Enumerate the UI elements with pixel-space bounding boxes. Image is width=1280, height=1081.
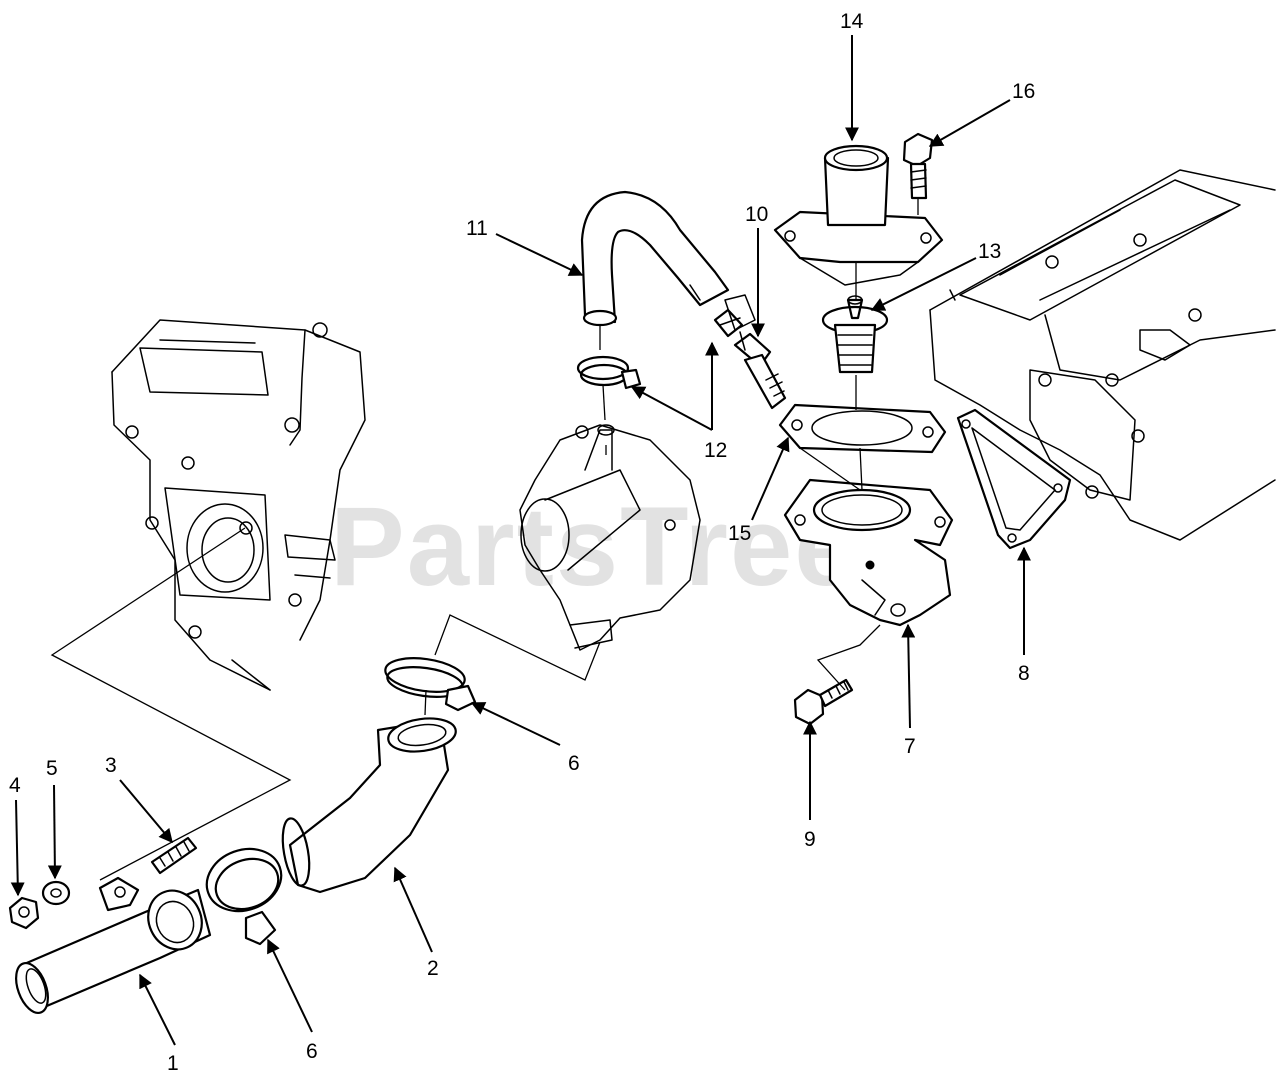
callout-16: 16 [1012, 80, 1035, 103]
part-13-thermostat [821, 295, 889, 374]
part-4-nut [8, 896, 40, 930]
assembly-guide-lines [50, 198, 919, 881]
callout-13: 13 [978, 240, 1001, 263]
part-5-washer [41, 880, 71, 906]
part-11-bypass-hose [580, 190, 730, 327]
callout-5: 5 [46, 757, 58, 780]
callout-10: 10 [745, 203, 768, 226]
callout-15: 15 [728, 522, 751, 545]
part-6-upper-hose-clamp [384, 657, 477, 712]
part-8-gasket [956, 408, 1072, 550]
callout-4: 4 [9, 774, 21, 797]
callout-12: 12 [704, 439, 727, 462]
callout-6-upper: 6 [568, 752, 580, 775]
callout-2: 2 [427, 957, 439, 980]
part-15-thermostat-gasket [778, 403, 947, 454]
engine-block-right [929, 169, 1276, 541]
part-9-bolt [793, 678, 854, 726]
water-pump-housing [519, 424, 701, 651]
part-2-lower-hose [281, 717, 457, 894]
callout-11: 11 [466, 217, 488, 240]
callout-1: 1 [167, 1052, 179, 1075]
part-14-thermostat-cover [773, 144, 944, 286]
part-10-temperature-sender [724, 294, 787, 410]
part-16-bolt [902, 132, 934, 200]
callout-8: 8 [1018, 662, 1030, 685]
callout-14: 14 [840, 10, 864, 33]
leader-lines [10, 35, 1031, 1046]
part-12-bypass-clamps [576, 308, 744, 390]
callout-labels: 1 2 3 4 5 6 6 7 8 9 10 11 12 13 14 15 16 [9, 10, 1035, 1075]
part-6-lower-hose-clamp [205, 847, 283, 946]
part-7-thermostat-housing [783, 478, 954, 627]
watermark-text: PartsTree [330, 484, 859, 609]
callout-3: 3 [105, 754, 117, 777]
callout-9: 9 [804, 828, 816, 851]
part-3-stud [150, 836, 198, 875]
callout-6-lower: 6 [306, 1040, 318, 1063]
callout-7: 7 [904, 735, 916, 758]
engine-block-left [111, 319, 366, 691]
part-1-water-pipe [15, 876, 212, 1014]
